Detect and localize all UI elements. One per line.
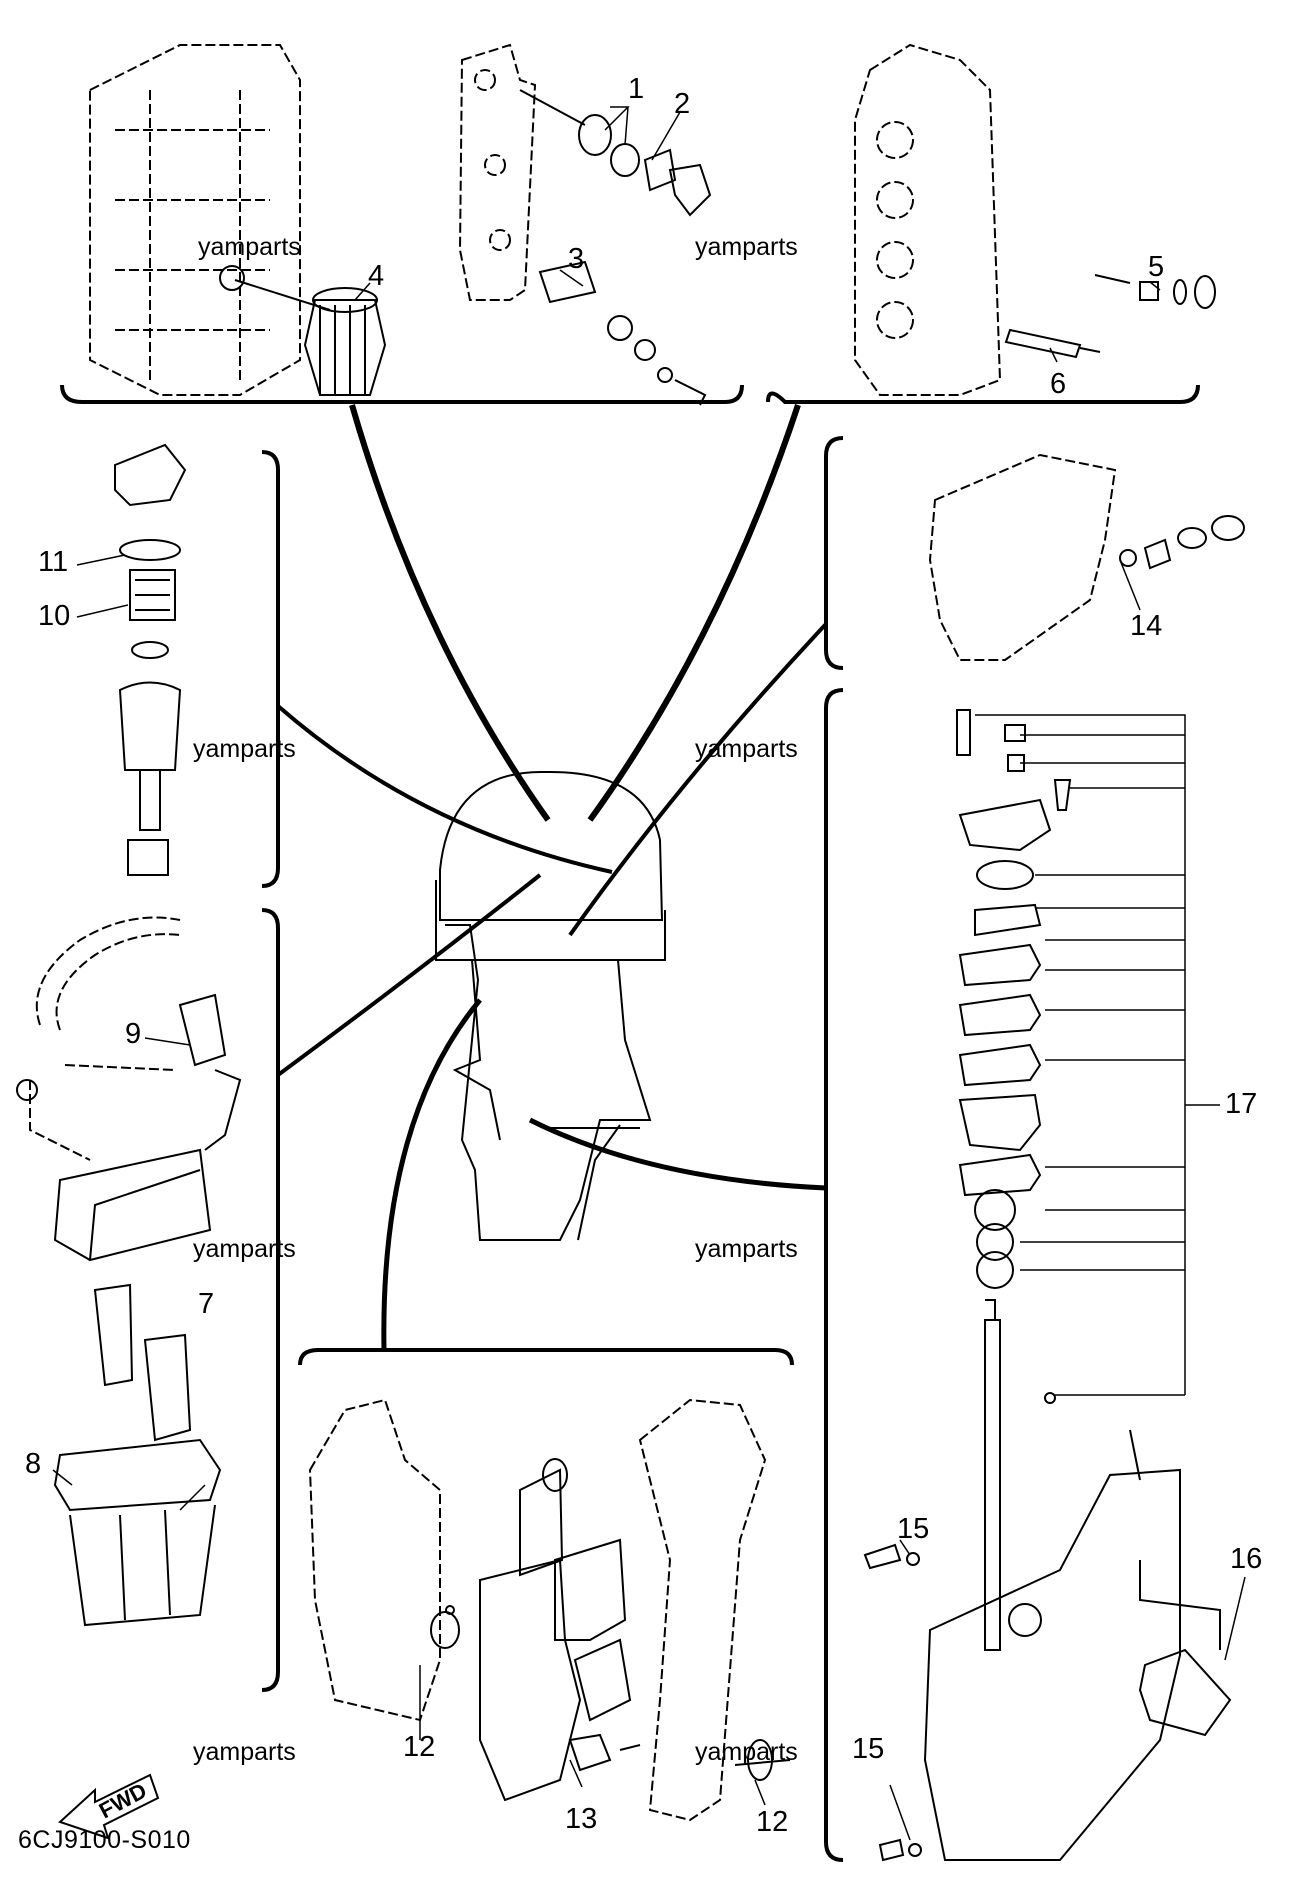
fuel-filter-assembly [114, 443, 187, 876]
callout-6: 6 [1050, 368, 1067, 400]
diagram-code: 6CJ9100-S010 [18, 1826, 191, 1854]
connector-line [276, 873, 542, 1077]
watermark: yamparts [695, 1738, 798, 1766]
bottom-center-panel-bracket [298, 1348, 794, 1366]
connector-line [568, 622, 828, 937]
left-lower-panel-bracket [261, 908, 280, 1692]
left-upper-panel-bracket [261, 450, 280, 888]
connector-line [587, 404, 801, 822]
callout-1: 1 [628, 73, 645, 105]
callout-17: 17 [1225, 1088, 1258, 1120]
fwd-arrow-icon [58, 1773, 160, 1840]
callout-7: 7 [198, 1288, 215, 1320]
water-pump-kit [956, 709, 1072, 1651]
watermark: yamparts [695, 1235, 798, 1263]
right-upper-panel-bracket [824, 436, 844, 670]
anode-tube-part [538, 260, 707, 406]
connector-line [276, 704, 613, 874]
callout-2: 2 [674, 88, 691, 120]
connector-line [349, 404, 551, 822]
engine-block-illustration [89, 44, 301, 396]
upper-casing-illustration [928, 453, 1117, 661]
callout-12-right: 12 [756, 1806, 789, 1838]
hose-clamp-part [1119, 515, 1245, 570]
thermostat-part [519, 89, 712, 217]
watermark: yamparts [193, 1738, 296, 1766]
watermark: yamparts [695, 233, 798, 261]
watermark: yamparts [695, 735, 798, 763]
callout-15-lower: 15 [852, 1733, 885, 1765]
fuel-hose-part [29, 916, 181, 1161]
spark-plug-part [1004, 274, 1216, 359]
callout-10: 10 [38, 600, 71, 632]
power-trim-tilt-unit [430, 1458, 791, 1802]
bracket-right-illustration [638, 1398, 767, 1822]
oil-filter-part [219, 265, 387, 396]
water-pump-kit-leader-lines [975, 714, 1220, 1396]
callout-8: 8 [25, 1448, 42, 1480]
lower-unit-illustration [863, 1429, 1232, 1862]
callout-16: 16 [1230, 1543, 1263, 1575]
callout-4: 4 [368, 260, 385, 292]
callout-15-upper: 15 [897, 1513, 930, 1545]
top-right-panel-bracket [766, 384, 1200, 404]
callout-14: 14 [1130, 610, 1163, 642]
connector-line [528, 1117, 827, 1191]
outboard-motor-illustration [435, 770, 666, 1241]
watermark: yamparts [193, 1235, 296, 1263]
callout-leader-lines [52, 106, 1246, 1841]
watermark: yamparts [198, 233, 301, 261]
bracket-left-illustration [308, 1398, 441, 1722]
right-lower-panel-bracket [824, 688, 844, 1862]
watermark: yamparts [193, 735, 296, 763]
top-left-panel-bracket [60, 384, 744, 404]
callout-12-left: 12 [403, 1731, 436, 1763]
callout-11: 11 [38, 546, 69, 578]
thermostat-cover-illustration [458, 43, 537, 301]
callout-3: 3 [568, 243, 585, 275]
callout-13: 13 [565, 1803, 598, 1835]
connector-line [381, 998, 482, 1351]
callout-5: 5 [1148, 251, 1165, 283]
callout-9: 9 [125, 1018, 142, 1050]
cylinder-head-illustration [854, 43, 1002, 396]
